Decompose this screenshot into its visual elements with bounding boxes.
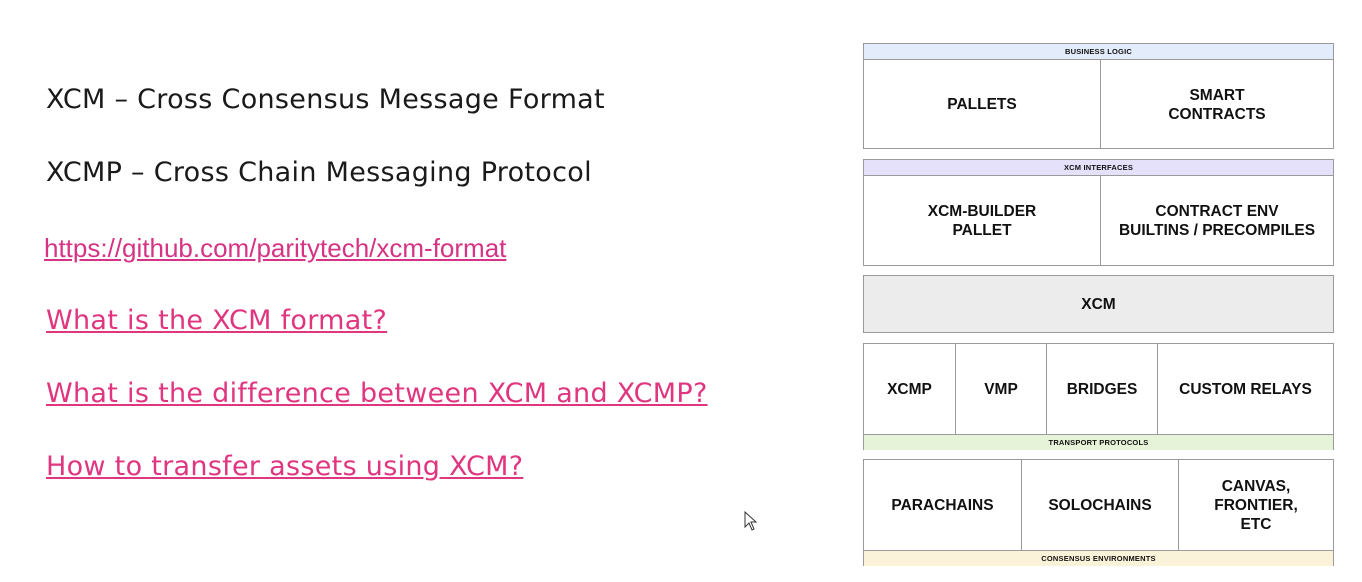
solochains-box: SOLOCHAINS [1021, 460, 1178, 550]
xcm-interfaces-label: XCM INTERFACES [864, 160, 1333, 176]
question-link-xcm-vs-xcmp[interactable]: What is the difference between XCM and X… [46, 378, 708, 409]
consensus-environments-label: CONSENSUS ENVIRONMENTS [864, 550, 1333, 566]
xcm-box: XCM [1081, 295, 1116, 313]
consensus-environments-layer: PARACHAINS SOLOCHAINS CANVAS, FRONTIER, … [863, 459, 1334, 566]
xcm-layer: XCM [863, 275, 1334, 333]
transport-protocols-layer: XCMP VMP BRIDGES CUSTOM RELAYS TRANSPORT… [863, 343, 1334, 450]
business-logic-layer: BUSINESS LOGIC PALLETS SMART CONTRACTS [863, 43, 1334, 149]
contract-env-builtins-box: CONTRACT ENV BUILTINS / PRECOMPILES [1100, 176, 1333, 266]
transport-protocols-label: TRANSPORT PROTOCOLS [864, 434, 1333, 450]
business-logic-label: BUSINESS LOGIC [864, 44, 1333, 60]
canvas-frontier-etc-box: CANVAS, FRONTIER, ETC [1178, 460, 1333, 550]
question-link-xcm-format[interactable]: What is the XCM format? [46, 305, 388, 336]
smart-contracts-box: SMART CONTRACTS [1100, 60, 1333, 149]
custom-relays-box: CUSTOM RELAYS [1157, 344, 1333, 434]
vmp-box: VMP [955, 344, 1046, 434]
xcm-interfaces-layer: XCM INTERFACES XCM-BUILDER PALLET CONTRA… [863, 159, 1334, 266]
xcmp-box: XCMP [887, 380, 932, 398]
xcmp-definition: XCMP – Cross Chain Messaging Protocol [46, 157, 592, 188]
mouse-pointer-icon [744, 511, 758, 531]
question-link-transfer-assets[interactable]: How to transfer assets using XCM? [46, 451, 524, 482]
parachains-box: PARACHAINS [891, 496, 994, 514]
xcm-builder-pallet-box: XCM-BUILDER PALLET [927, 203, 1037, 239]
github-link[interactable]: https://github.com/paritytech/xcm-format [44, 233, 507, 263]
pallets-box: PALLETS [947, 96, 1017, 113]
xcm-definition: XCM – Cross Consensus Message Format [46, 84, 605, 115]
bridges-box: BRIDGES [1046, 344, 1157, 434]
